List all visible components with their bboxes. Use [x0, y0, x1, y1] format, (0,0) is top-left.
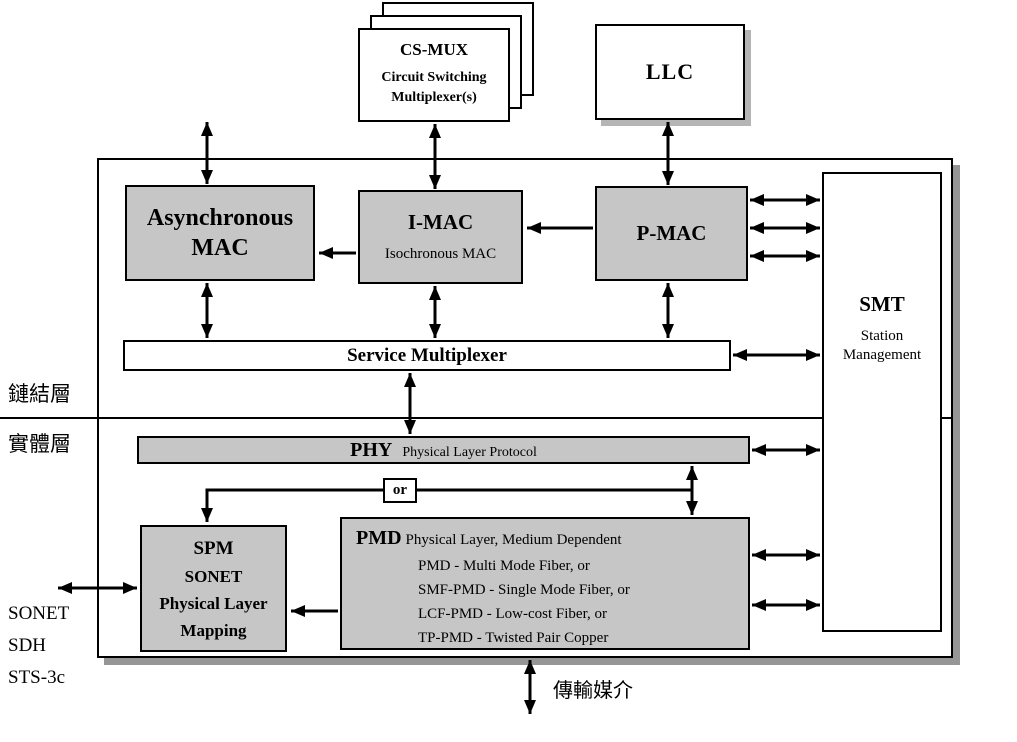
service-multiplexer-title: Service Multiplexer [347, 344, 507, 366]
async-mac-box: Asynchronous MAC [125, 185, 315, 281]
smt-box: SMT Station Management [822, 172, 942, 632]
spm-title: SPM [193, 538, 234, 559]
pmac-box: P-MAC [595, 186, 748, 281]
smt-subtitle-line1: Station [860, 328, 904, 345]
phy-subtitle: Physical Layer Protocol [402, 445, 537, 460]
async-mac-title-line1: Asynchronous [146, 205, 294, 231]
transmission-medium-label: 傳輸媒介 [553, 680, 633, 702]
sdh-label: SDH [8, 635, 47, 656]
phy-title: PHY [350, 439, 393, 461]
imac-title: I-MAC [407, 210, 474, 234]
imac-box: I-MAC Isochronous MAC [358, 190, 523, 284]
pmac-title: P-MAC [636, 220, 707, 245]
service-multiplexer-box: Service Multiplexer [123, 340, 731, 371]
layer-divider-line [0, 417, 953, 419]
imac-subtitle: Isochronous MAC [384, 246, 497, 263]
async-mac-title-line2: MAC [191, 235, 249, 261]
llc-box: LLC [595, 24, 745, 120]
phy-box: PHY Physical Layer Protocol [137, 436, 750, 464]
llc-title: LLC [645, 59, 695, 84]
pmd-option-4: TP-PMD - Twisted Pair Copper [418, 630, 609, 646]
pmd-title: PMD [356, 527, 402, 549]
physical-layer-label: 實體層 [8, 432, 71, 456]
link-layer-label: 鏈結層 [8, 382, 71, 406]
pmd-option-1: PMD - Multi Mode Fiber, or [418, 558, 590, 574]
smt-title: SMT [859, 292, 905, 316]
pmd-option-3: LCF-PMD - Low-cost Fiber, or [418, 606, 607, 622]
sonet-label: SONET [8, 603, 70, 624]
csmux-title: CS-MUX [400, 40, 468, 59]
spm-box: SPM SONET Physical Layer Mapping [140, 525, 287, 652]
or-connector-box: or [383, 478, 417, 503]
pmd-header: PMD Physical Layer, Medium Dependent [356, 527, 748, 550]
spm-line-sonet: SONET [184, 567, 243, 586]
csmux-box: CS-MUX Circuit Switching Multiplexer(s) [358, 28, 510, 122]
csmux-subtitle-2: Multiplexer(s) [391, 90, 477, 106]
pmd-subtitle: Physical Layer, Medium Dependent [405, 532, 622, 548]
csmux-subtitle-1: Circuit Switching [381, 70, 487, 85]
pmd-box: PMD Physical Layer, Medium Dependent PMD… [340, 517, 750, 650]
pmd-option-2: SMF-PMD - Single Mode Fiber, or [418, 582, 630, 598]
spm-line-physical-layer: Physical Layer [159, 594, 268, 613]
spm-line-mapping: Mapping [180, 621, 247, 640]
smt-subtitle-line2: Management [842, 346, 922, 363]
sts3c-label: STS-3c [8, 667, 65, 688]
